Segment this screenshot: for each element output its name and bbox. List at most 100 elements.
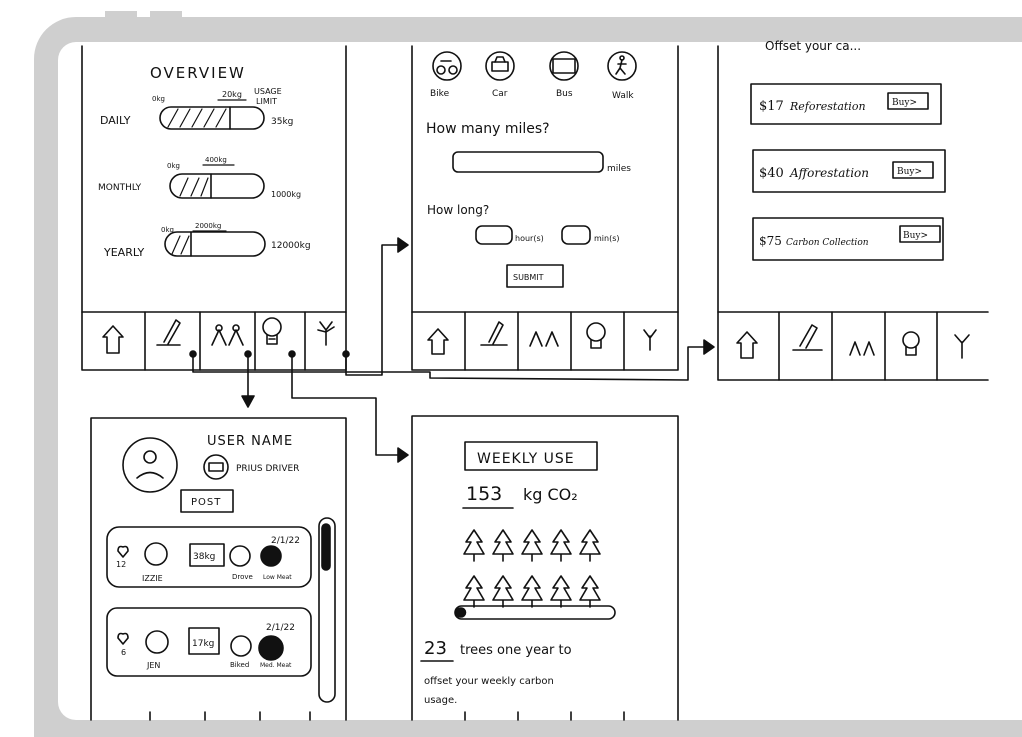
offer-price: $40 <box>759 166 784 181</box>
offer-name: Carbon Collection <box>786 238 869 248</box>
walk-label: Walk <box>612 91 634 101</box>
feed-post: 12 IZZIE 38kg 2/1/22 Drove Low Meat <box>106 526 312 588</box>
people-icon[interactable] <box>529 331 559 347</box>
monthly-label: MONTHLY <box>98 183 142 193</box>
post-user: IZZIE <box>142 574 163 583</box>
lightbulb-icon[interactable] <box>902 331 920 356</box>
yearly-min: 0kg <box>161 226 174 234</box>
miles-input[interactable] <box>452 151 604 173</box>
buy-label: Buy> <box>903 231 928 241</box>
weekly-unit: kg CO₂ <box>523 485 578 504</box>
pencil-icon[interactable] <box>480 321 508 346</box>
bus-icon[interactable] <box>549 51 579 81</box>
tree-icon <box>463 575 485 608</box>
post-amount: 17kg <box>192 639 214 649</box>
yearly-label: YEARLY <box>103 246 145 259</box>
trip-nav <box>427 311 657 371</box>
yearly-limit: 12000kg <box>271 241 311 251</box>
home-icon[interactable] <box>427 328 449 355</box>
bike-icon <box>230 635 252 657</box>
tree-icon <box>550 575 572 608</box>
amount-badge <box>189 543 225 567</box>
people-icon[interactable] <box>211 324 244 346</box>
bike-icon[interactable] <box>432 51 462 81</box>
weekly-screen: WEEKLY USE 153 kg CO₂ 23 trees one year … <box>411 415 679 721</box>
offer-price: $17 <box>759 99 784 114</box>
window-tab <box>105 11 137 17</box>
heart-icon[interactable] <box>117 632 129 645</box>
walk-icon[interactable] <box>607 51 637 81</box>
overview-nav <box>102 311 335 371</box>
monthly-usage-bar <box>169 173 265 199</box>
home-icon[interactable] <box>102 325 124 354</box>
sketch-paper <box>58 42 1022 720</box>
car-icon <box>229 545 251 567</box>
minutes-input[interactable] <box>561 225 591 245</box>
sprout-icon[interactable] <box>954 334 970 359</box>
post-label: POST <box>191 497 221 508</box>
scrollbar-thumb[interactable] <box>321 523 331 571</box>
hours-input[interactable] <box>475 225 513 245</box>
avatar <box>122 437 178 493</box>
car-icon[interactable] <box>485 51 515 81</box>
people-icon[interactable] <box>849 341 875 356</box>
daily-current: 20kg <box>222 90 242 99</box>
offer-card[interactable]: $17 Reforestation Buy> <box>750 83 942 125</box>
post-button[interactable] <box>180 489 234 513</box>
daily-limit: 35kg <box>271 117 293 127</box>
flow-arrow <box>345 244 405 376</box>
weekly-title-box <box>464 441 598 471</box>
offer-card[interactable]: $40 Afforestation Buy> <box>752 149 946 193</box>
profile-screen: USER NAME PRIUS DRIVER POST 12 IZZIE 38k… <box>90 417 347 721</box>
car-label: Car <box>492 89 508 99</box>
monthly-min: 0kg <box>167 162 180 170</box>
buy-button[interactable] <box>892 161 934 179</box>
offer-name: Afforestation <box>789 166 869 180</box>
offset-progress-fill <box>455 607 467 618</box>
flow-origin-dot <box>189 350 197 358</box>
avatar <box>145 630 169 654</box>
trip-screen: Bike Car Bus Walk How many miles? miles … <box>411 45 679 371</box>
trees-message: offset your weekly carbon <box>424 676 554 687</box>
daily-label: DAILY <box>100 114 131 127</box>
post-amount: 38kg <box>193 552 215 562</box>
monthly-limit: 1000kg <box>271 190 301 199</box>
tree-icon <box>579 575 601 608</box>
lightbulb-icon[interactable] <box>586 322 606 349</box>
usage-limit-header: LIMIT <box>256 97 277 106</box>
submit-label: SUBMIT <box>513 273 544 282</box>
daily-usage-bar <box>159 106 265 130</box>
like-count: 12 <box>116 560 126 569</box>
offer-card[interactable]: $75 Carbon Collection Buy> <box>752 217 944 261</box>
bus-label: Bus <box>556 89 573 99</box>
home-icon[interactable] <box>736 331 758 359</box>
tree-icon <box>492 575 514 608</box>
flow-arrows <box>189 237 715 463</box>
buy-label: Buy> <box>892 98 917 108</box>
post-user: JEN <box>146 661 160 670</box>
pencil-icon[interactable] <box>792 324 823 351</box>
sprout-icon[interactable] <box>643 329 657 351</box>
post-activity: Low Meat <box>263 574 292 581</box>
post-activity: Drove <box>232 573 253 581</box>
pencil-icon[interactable] <box>156 319 181 346</box>
weekly-amount: 153 <box>466 483 502 505</box>
scrollbar-track[interactable] <box>318 517 336 703</box>
window-tab <box>150 11 182 17</box>
bike-label: Bike <box>430 89 450 99</box>
like-count: 6 <box>121 648 126 657</box>
lightbulb-icon[interactable] <box>262 317 282 345</box>
arrowhead <box>397 447 409 463</box>
car-icon <box>203 454 229 480</box>
buy-label: Buy> <box>897 167 922 177</box>
heart-icon[interactable] <box>117 545 129 558</box>
offset-nav <box>736 311 970 381</box>
submit-button[interactable] <box>506 264 564 288</box>
buy-button[interactable] <box>899 225 941 243</box>
post-date: 2/1/22 <box>266 623 295 633</box>
offer-price: $75 <box>759 234 782 248</box>
sprout-icon[interactable] <box>317 321 335 346</box>
post-date: 2/1/22 <box>271 536 300 546</box>
buy-button[interactable] <box>887 92 929 110</box>
post-activity: Med. Meat <box>260 662 292 669</box>
